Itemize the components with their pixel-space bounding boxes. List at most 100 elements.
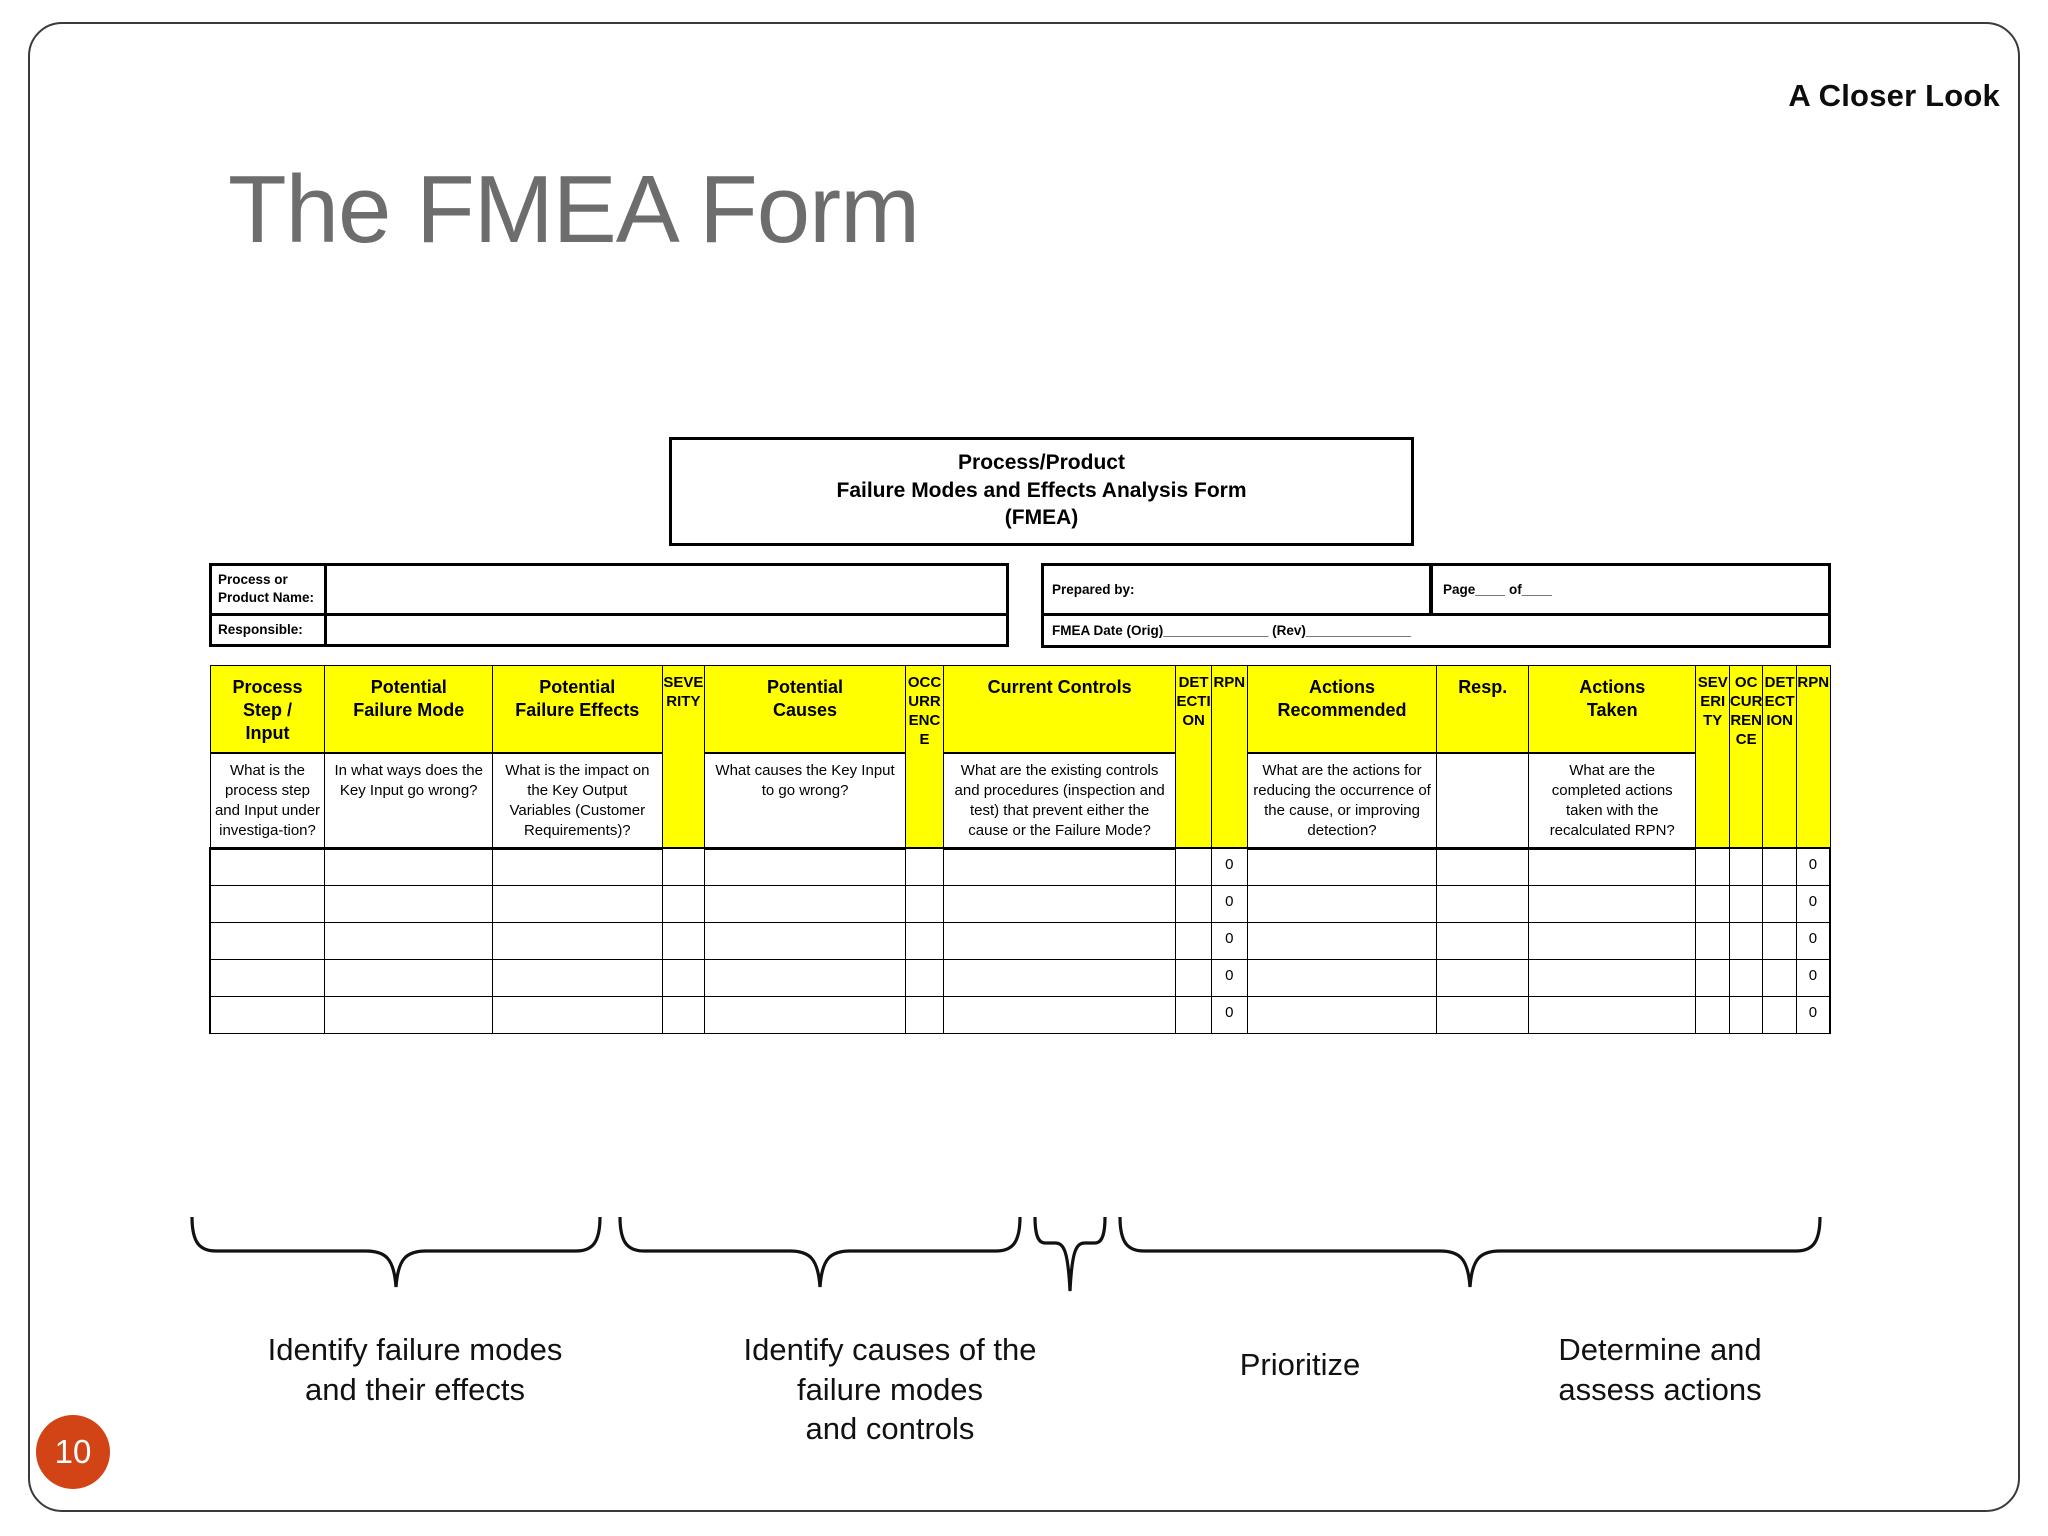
cell-process-step-input[interactable]	[209, 847, 326, 886]
cell-occurrence[interactable]	[905, 958, 944, 997]
cell-rpn: 0	[1210, 995, 1248, 1034]
cell-resp[interactable]	[1436, 847, 1529, 886]
cell-current-controls[interactable]	[942, 995, 1177, 1034]
process-name-input[interactable]	[327, 566, 1006, 612]
cell-detection[interactable]	[1175, 884, 1212, 923]
table-header-row: Process Step / Input Potential Failure M…	[209, 665, 1831, 850]
fmea-date-field[interactable]: FMEA Date (Orig)______________ (Rev)____…	[1041, 616, 1831, 649]
cell-actions-recommended[interactable]	[1246, 847, 1438, 886]
cell-process-step-input[interactable]	[209, 884, 326, 923]
cell-potential-failure-effects[interactable]	[491, 958, 663, 997]
cell-process-step-input[interactable]	[209, 921, 326, 960]
cell-actions-taken[interactable]	[1527, 847, 1697, 886]
cell-severity-2[interactable]	[1695, 958, 1730, 997]
cell-actions-recommended[interactable]	[1246, 958, 1438, 997]
cell-severity-2[interactable]	[1695, 921, 1730, 960]
cell-process-step-input[interactable]	[209, 958, 326, 997]
cell-occurrence-2[interactable]	[1728, 958, 1764, 997]
cell-detection-2[interactable]	[1762, 847, 1797, 886]
cell-actions-recommended[interactable]	[1246, 921, 1438, 960]
cell-detection-2[interactable]	[1762, 958, 1797, 997]
cell-current-controls[interactable]	[942, 921, 1177, 960]
fmea-header-right: Prepared by: Page____ of____ FMEA Date (…	[1041, 563, 1831, 649]
cell-potential-failure-mode[interactable]	[324, 958, 493, 997]
cell-potential-failure-effects[interactable]	[491, 847, 663, 886]
cell-occurrence-2[interactable]	[1728, 921, 1764, 960]
cell-severity[interactable]	[661, 958, 706, 997]
th-occurrence: OCCURRENCE	[905, 665, 944, 850]
cell-potential-failure-effects[interactable]	[491, 921, 663, 960]
prepared-page-row: Prepared by: Page____ of____	[1041, 563, 1831, 617]
cell-actions-taken[interactable]	[1527, 995, 1697, 1034]
cell-severity[interactable]	[661, 884, 706, 923]
cell-severity[interactable]	[661, 847, 706, 886]
cell-potential-failure-effects[interactable]	[491, 884, 663, 923]
cell-detection-2[interactable]	[1762, 995, 1797, 1034]
cell-rpn: 0	[1210, 921, 1248, 960]
fmea-table: Process Step / Input Potential Failure M…	[209, 665, 1831, 1034]
cell-potential-failure-mode[interactable]	[324, 847, 493, 886]
cell-severity-2[interactable]	[1695, 847, 1730, 886]
cell-process-step-input[interactable]	[209, 995, 326, 1034]
cell-actions-recommended[interactable]	[1246, 995, 1438, 1034]
cell-potential-causes[interactable]	[704, 921, 907, 960]
cell-detection-2[interactable]	[1762, 921, 1797, 960]
cell-detection[interactable]	[1175, 995, 1212, 1034]
cell-occurrence-2[interactable]	[1728, 847, 1764, 886]
th-detection-label: DETECTION	[1176, 674, 1211, 729]
cell-severity-2[interactable]	[1695, 884, 1730, 923]
cell-actions-taken[interactable]	[1527, 884, 1697, 923]
cell-severity[interactable]	[661, 921, 706, 960]
fmea-title-line-3: (FMEA)	[1004, 506, 1079, 530]
cell-resp[interactable]	[1436, 884, 1529, 923]
cell-potential-failure-mode[interactable]	[324, 884, 493, 923]
cell-detection[interactable]	[1175, 847, 1212, 886]
cell-resp[interactable]	[1436, 958, 1529, 997]
responsible-row: Responsible:	[209, 615, 1009, 647]
cell-current-controls[interactable]	[942, 847, 1177, 886]
cell-occurrence[interactable]	[905, 847, 944, 886]
cell-potential-causes[interactable]	[704, 847, 907, 886]
cell-occurrence[interactable]	[905, 884, 944, 923]
cell-potential-failure-mode[interactable]	[324, 995, 493, 1034]
th-potential-failure-mode: Potential Failure Mode	[324, 665, 493, 755]
cell-potential-failure-effects[interactable]	[491, 995, 663, 1034]
cell-actions-recommended[interactable]	[1246, 884, 1438, 923]
cell-occurrence-2[interactable]	[1728, 884, 1764, 923]
cell-resp[interactable]	[1436, 921, 1529, 960]
cell-potential-failure-mode[interactable]	[324, 921, 493, 960]
cell-detection[interactable]	[1175, 958, 1212, 997]
cell-potential-causes[interactable]	[704, 995, 907, 1034]
cell-detection-2[interactable]	[1762, 884, 1797, 923]
cell-occurrence-2[interactable]	[1728, 995, 1764, 1034]
cell-rpn: 0	[1210, 958, 1248, 997]
cell-current-controls[interactable]	[942, 884, 1177, 923]
page-of-field[interactable]: Page____ of____	[1431, 563, 1831, 617]
th-rpn: RPN	[1210, 665, 1248, 850]
cell-occurrence[interactable]	[905, 995, 944, 1034]
cell-occurrence[interactable]	[905, 921, 944, 960]
prepared-by-field[interactable]: Prepared by:	[1041, 563, 1431, 617]
cell-current-controls[interactable]	[942, 958, 1177, 997]
th-detection-2: DETECTION	[1762, 665, 1797, 850]
desc-potential-failure-effects: What is the impact on the Key Output Var…	[491, 752, 663, 850]
cell-resp[interactable]	[1436, 995, 1529, 1034]
responsible-input[interactable]	[327, 616, 1006, 644]
th-detection: DETECTION	[1175, 665, 1212, 850]
cell-actions-taken[interactable]	[1527, 921, 1697, 960]
cell-detection[interactable]	[1175, 921, 1212, 960]
cell-actions-taken[interactable]	[1527, 958, 1697, 997]
brace-identify-failure-modes	[190, 1216, 602, 1288]
cell-potential-causes[interactable]	[704, 958, 907, 997]
table-description-row: What is the process step and Input under…	[209, 752, 1830, 850]
cell-severity-2[interactable]	[1695, 995, 1730, 1034]
cell-rpn-2: 0	[1795, 958, 1831, 997]
cell-potential-causes[interactable]	[704, 884, 907, 923]
cell-severity[interactable]	[661, 995, 706, 1034]
fmea-title-line-1: Process/Product	[958, 451, 1125, 474]
